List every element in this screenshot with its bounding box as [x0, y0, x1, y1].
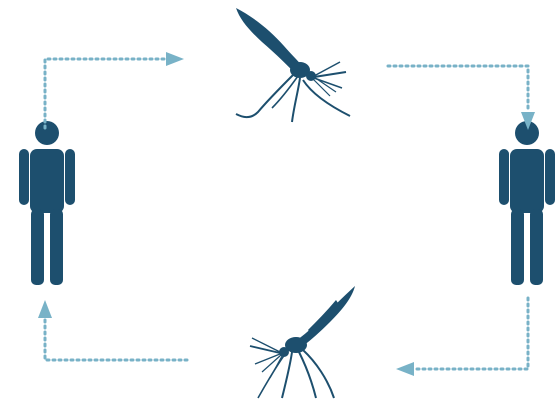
mosquito-icon-top	[236, 8, 350, 122]
arrow-person-right-to-mosquito-bottom	[396, 298, 528, 376]
mosquito-icon-bottom	[250, 286, 355, 398]
arrow-person-left-to-mosquito-top	[45, 52, 184, 128]
person-icon-right	[499, 121, 555, 285]
person-icon-left	[19, 121, 75, 285]
arrow-mosquito-bottom-to-person-left	[38, 300, 187, 360]
arrow-mosquito-top-to-person-right	[388, 66, 535, 130]
